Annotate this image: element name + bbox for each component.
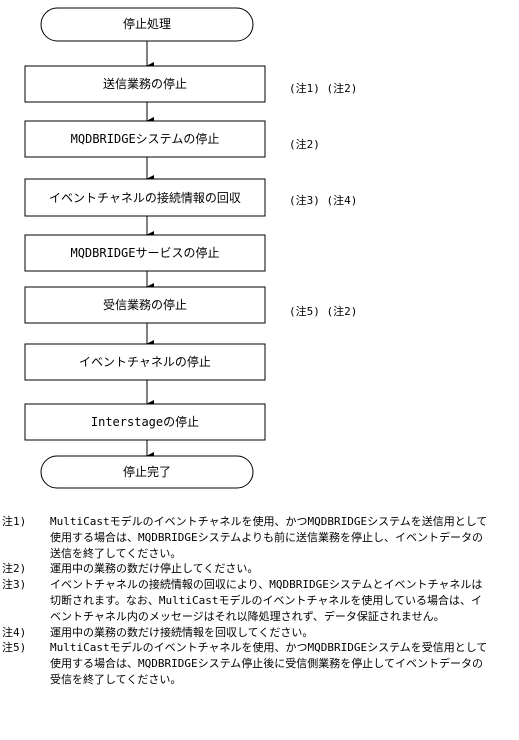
note-5: 注5) MultiCastモデルのイベントチャネルを使用、かつMQDBRIDGE… <box>2 640 517 687</box>
note-1-text: MultiCastモデルのイベントチャネルを使用、かつMQDBRIDGEシステム… <box>50 515 488 560</box>
step-5-label: 受信業務の停止 <box>103 297 187 312</box>
step-2-notes: (注2) <box>289 137 320 151</box>
note-3: 注3) イベントチャネルの接続情報の回収により、MQDBRIDGEシステムとイベ… <box>2 577 517 624</box>
note-5-label: 注5) <box>2 641 27 655</box>
note-4: 注4) 運用中の業務の数だけ接続情報を回収してください。 <box>2 625 517 641</box>
step-1-label: 送信業務の停止 <box>103 76 187 91</box>
flowchart: 停止処理 送信業務の停止 (注1) (注2) MQDBRIDGEシステムの停止 … <box>24 7 357 489</box>
step-2: MQDBRIDGEシステムの停止 <box>24 120 266 158</box>
note-2: 注2) 運用中の業務の数だけ停止してください。 <box>2 561 517 577</box>
step-5: 受信業務の停止 <box>24 286 266 324</box>
notes-section: 注1) MultiCastモデルのイベントチャネルを使用、かつMQDBRIDGE… <box>2 514 517 688</box>
step-1: 送信業務の停止 <box>24 65 266 103</box>
note-1: 注1) MultiCastモデルのイベントチャネルを使用、かつMQDBRIDGE… <box>2 514 517 561</box>
note-5-text: MultiCastモデルのイベントチャネルを使用、かつMQDBRIDGEシステム… <box>50 641 488 686</box>
end-label: 停止完了 <box>123 464 171 479</box>
step-2-label: MQDBRIDGEシステムの停止 <box>71 131 220 146</box>
note-4-label: 注4) <box>2 625 27 639</box>
step-6-label: イベントチャネルの停止 <box>79 354 211 369</box>
step-3-label: イベントチャネルの接続情報の回収 <box>49 190 241 205</box>
step-7-label: Interstageの停止 <box>91 414 199 429</box>
step-4: MQDBRIDGEサービスの停止 <box>24 234 266 272</box>
step-4-label: MQDBRIDGEサービスの停止 <box>70 245 219 260</box>
start-terminal: 停止処理 <box>40 7 254 42</box>
note-4-text: 運用中の業務の数だけ接続情報を回収してください。 <box>50 625 314 639</box>
start-label: 停止処理 <box>123 16 171 31</box>
note-3-text: イベントチャネルの接続情報の回収により、MQDBRIDGEシステムとイベントチャ… <box>50 578 483 623</box>
end-terminal: 停止完了 <box>40 455 254 489</box>
note-3-label: 注3) <box>2 578 27 592</box>
note-2-text: 運用中の業務の数だけ停止してください。 <box>50 562 259 576</box>
step-3: イベントチャネルの接続情報の回収 <box>24 178 266 217</box>
note-2-label: 注2) <box>2 562 27 576</box>
step-6: イベントチャネルの停止 <box>24 343 266 381</box>
step-3-notes: (注3) (注4) <box>289 193 357 207</box>
note-1-label: 注1) <box>2 515 27 528</box>
step-7: Interstageの停止 <box>24 403 266 441</box>
step-1-notes: (注1) (注2) <box>289 81 357 95</box>
step-5-notes: (注5) (注2) <box>289 304 357 318</box>
